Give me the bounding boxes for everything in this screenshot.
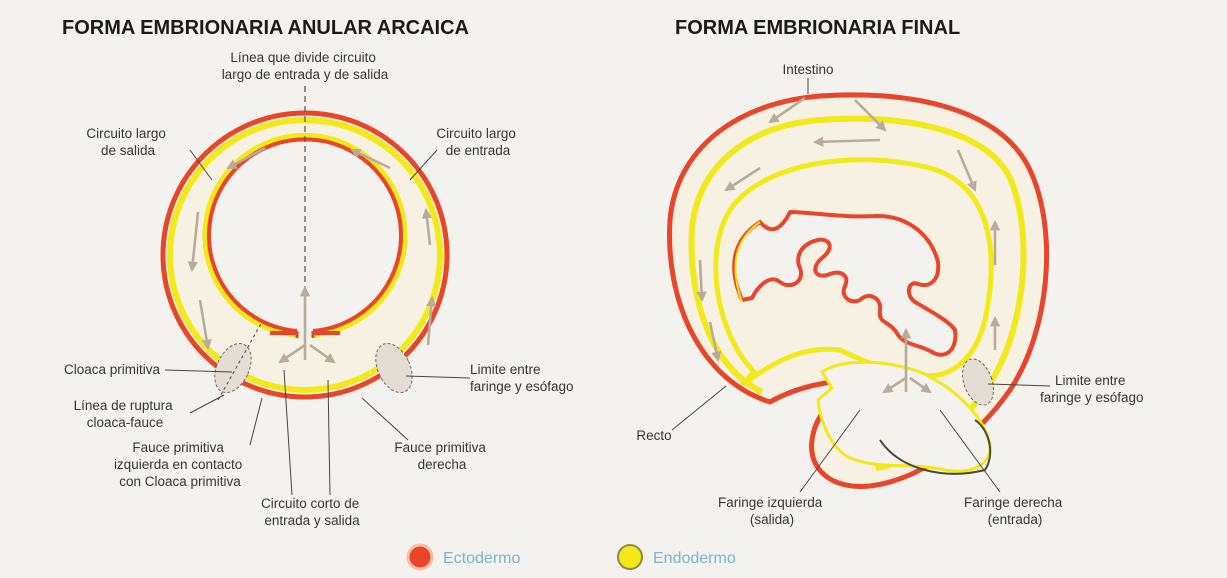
- label-long-in: Circuito largo de entrada: [436, 126, 519, 158]
- label-long-out: Circuito largo de salida: [86, 126, 169, 158]
- legend: Ectodermo Endodermo: [406, 543, 736, 571]
- legend-endoderm-swatch: [617, 544, 643, 570]
- label-short-circuit: Circuito corto de entrada y salida: [261, 496, 363, 528]
- label-pharynx-left: Faringe izquierda (salida): [718, 495, 826, 527]
- cloaca-oval: [214, 342, 252, 394]
- label-rectum: Recto: [636, 428, 671, 443]
- label-divide-line: Línea que divide circuito largo de entra…: [222, 50, 389, 82]
- final-lower-pouch: [816, 360, 992, 473]
- label-limit-left: Limite entre faringe y esófago: [470, 362, 574, 394]
- final-cavity: [732, 210, 958, 357]
- legend-ectoderm-swatch: [406, 543, 434, 571]
- legend-endoderm-label: Endodermo: [653, 550, 736, 567]
- limit-oval-right: [961, 358, 995, 406]
- label-fauce-right: Fauce primitiva derecha: [394, 440, 489, 472]
- legend-ectoderm-label: Ectodermo: [443, 550, 520, 567]
- label-fauce-left: Fauce primitiva izquierda en contacto co…: [114, 440, 246, 489]
- flow-arrows-right: [696, 96, 1001, 394]
- label-cloaca: Cloaca primitiva: [64, 362, 161, 377]
- label-limit-right: Limite entre faringe y esófago: [1040, 373, 1144, 405]
- left-ring-diagram: Línea que divide circuito largo de entra…: [64, 50, 574, 528]
- limit-oval-left: [375, 342, 413, 394]
- final-inner-gut: [713, 157, 994, 388]
- title-left: FORMA EMBRIONARIA ANULAR ARCAICA: [62, 17, 469, 39]
- label-intestine: Intestino: [782, 62, 833, 77]
- flow-arrows-left: [187, 146, 437, 364]
- right-final-diagram: Intestino Recto Faringe izquierda (salid…: [636, 62, 1143, 527]
- title-right: FORMA EMBRIONARIA FINAL: [675, 17, 960, 39]
- label-pharynx-right: Faringe derecha (entrada): [964, 495, 1066, 527]
- label-rupture: Línea de ruptura cloaca-fauce: [74, 398, 177, 430]
